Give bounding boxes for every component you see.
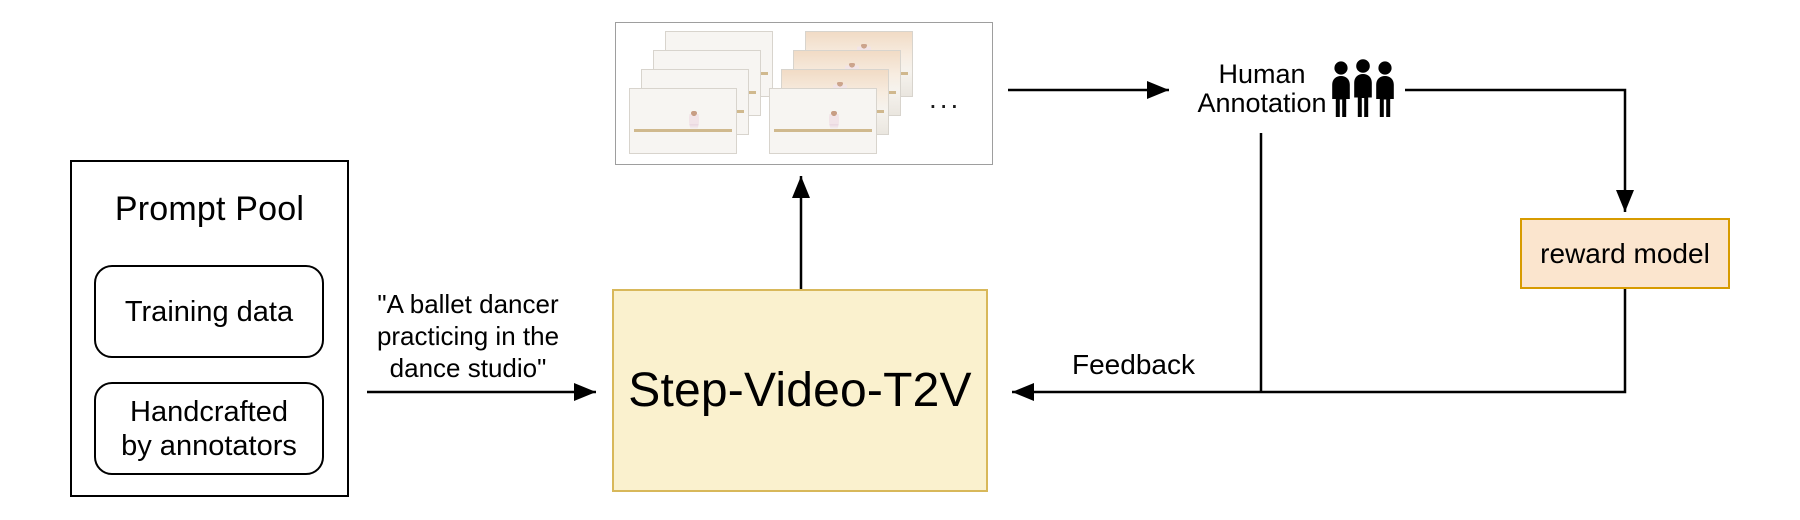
arrow-feedback-to-model xyxy=(1012,289,1627,401)
human-annotation-line-2: Annotation xyxy=(1197,88,1327,118)
video-frame xyxy=(629,88,737,154)
handcrafted-label: Handcrafted by annotators xyxy=(121,395,297,462)
prompt-line-2: practicing in the xyxy=(376,321,560,351)
arrow-annotation-to-reward xyxy=(1405,88,1634,212)
prompt-example-text: "A ballet dancer practicing in the dance… xyxy=(355,288,581,384)
human-annotation-line-1: Human xyxy=(1218,59,1306,89)
human-annotation-label: Human Annotation xyxy=(1196,60,1328,118)
prompt-line-3: dance studio" xyxy=(389,353,547,383)
prompt-line-1: "A ballet dancer xyxy=(377,289,559,319)
step-video-t2v-label: Step-Video-T2V xyxy=(628,364,972,417)
reward-model-label: reward model xyxy=(1540,237,1710,269)
frames-ellipsis: ... xyxy=(929,83,962,114)
training-data-box: Training data xyxy=(94,265,324,358)
people-icon xyxy=(1332,59,1394,117)
step-video-t2v-box: Step-Video-T2V xyxy=(612,289,988,492)
reward-model-box: reward model xyxy=(1520,218,1730,289)
video-frame xyxy=(769,88,877,154)
feedback-label: Feedback xyxy=(1068,349,1199,381)
handcrafted-box: Handcrafted by annotators xyxy=(94,382,324,475)
prompt-pool-title: Prompt Pool xyxy=(114,190,305,228)
video-frames-panel: ... xyxy=(615,22,993,165)
training-data-label: Training data xyxy=(124,295,294,328)
prompt-pool-box: Prompt Pool Training data Handcrafted by… xyxy=(70,160,349,497)
